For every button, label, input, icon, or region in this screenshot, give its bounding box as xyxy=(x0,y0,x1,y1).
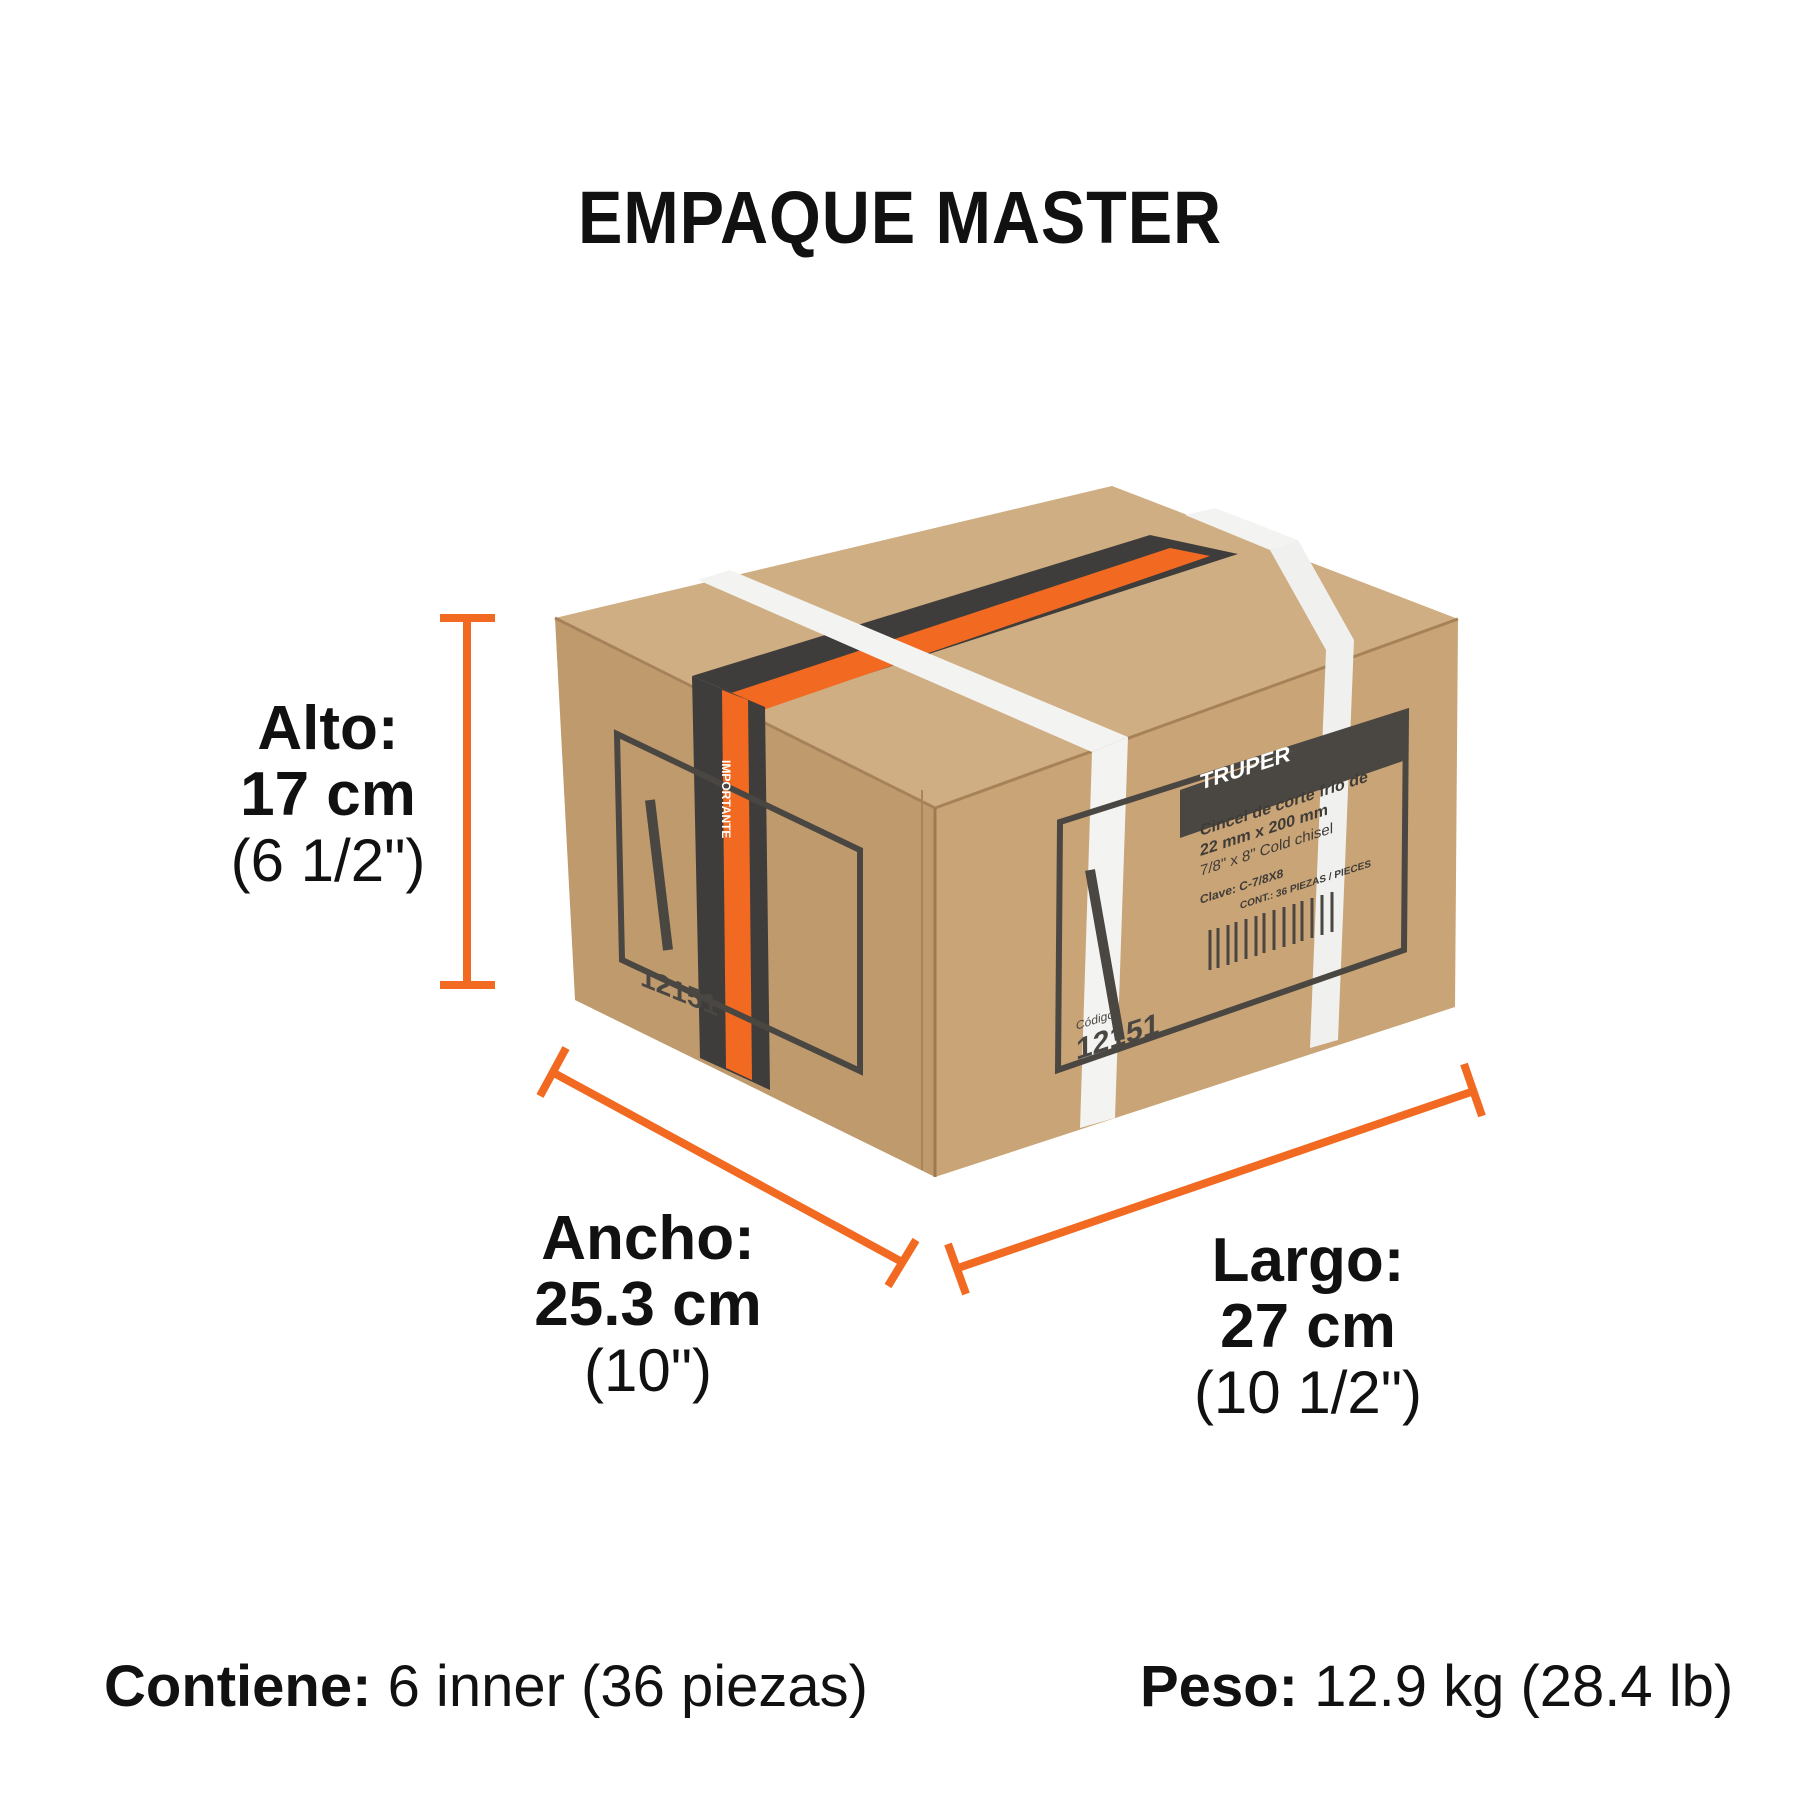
width-value: 25.3 cm xyxy=(534,1270,762,1339)
height-dimension-marker xyxy=(440,614,495,989)
length-dimension-marker xyxy=(944,1062,1486,1296)
length-label: Largo: xyxy=(1211,1226,1405,1295)
contents-value: 6 inner (36 piezas) xyxy=(387,1654,868,1719)
height-label: Alto: xyxy=(257,694,399,763)
length-inches: (10 1/2") xyxy=(1193,1359,1423,1426)
length-dimension: Largo: 27 cm (10 1/2") xyxy=(1148,1228,1468,1426)
strap-top-2 xyxy=(1185,508,1298,550)
length-value: 27 cm xyxy=(1220,1292,1396,1361)
width-dimension: Ancho: 25.3 cm (10") xyxy=(488,1206,808,1404)
weight-label: Peso: xyxy=(1140,1654,1298,1719)
weight-value: 12.9 kg (28.4 lb) xyxy=(1314,1654,1734,1719)
tape-text: IMPORTANTE xyxy=(719,760,733,838)
page-title: EMPAQUE MASTER xyxy=(577,176,1223,259)
width-label: Ancho: xyxy=(541,1204,755,1273)
width-dimension-marker xyxy=(536,1046,920,1289)
label-frame-front xyxy=(613,729,863,1076)
strap-top xyxy=(698,570,1128,752)
label-header-right xyxy=(1180,712,1406,838)
tape-top-stripe xyxy=(704,548,1210,718)
chisel-icon xyxy=(1085,869,1125,1041)
chisel-icon xyxy=(645,799,673,951)
label-frame-right xyxy=(1054,707,1410,1075)
height-value: 17 cm xyxy=(240,760,416,829)
width-inches: (10") xyxy=(584,1337,712,1404)
box-top-face xyxy=(555,486,1458,808)
height-dimension: Alto: 17 cm (6 1/2") xyxy=(168,696,488,894)
weight-spec: Peso: 12.9 kg (28.4 lb) xyxy=(1140,1652,1733,1722)
contents-spec: Contiene: 6 inner (36 piezas) xyxy=(104,1652,868,1722)
contents-label: Contiene: xyxy=(104,1654,372,1719)
barcode-icon xyxy=(1208,892,1334,970)
height-inches: (6 1/2") xyxy=(230,827,426,894)
